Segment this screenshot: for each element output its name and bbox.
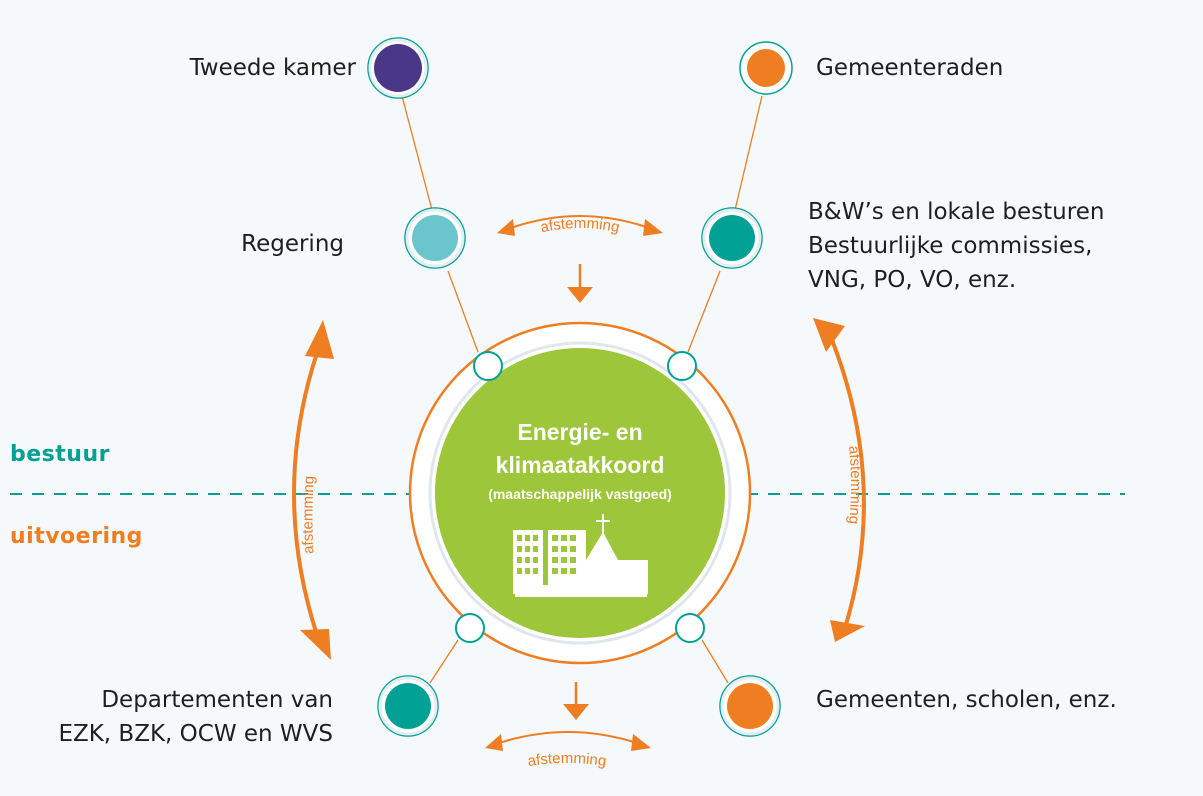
center-title-line1: Energie- en: [517, 419, 642, 445]
node-departementen: [377, 675, 439, 737]
section-bestuur: bestuur: [10, 442, 110, 467]
label-regering: Regering: [241, 231, 344, 257]
afstemming-right-arrow: [813, 318, 866, 642]
down-arrow-bottom: [563, 682, 589, 720]
connector-lines: [401, 95, 763, 684]
afstemming-right-label: afstemming: [845, 445, 864, 525]
label-bw-line3: VNG, PO, VO, enz.: [808, 267, 1017, 293]
label-gemeenteraden: Gemeenteraden: [816, 55, 1004, 81]
label-bw-line2: Bestuurlijke commissies,: [808, 233, 1093, 259]
section-uitvoering: uitvoering: [10, 524, 143, 549]
down-arrow-top: [567, 264, 593, 303]
node-regering: [404, 207, 466, 269]
afstemming-bottom-label: afstemming: [527, 750, 608, 770]
center-subtitle: (maatschappelijk vastgoed): [488, 486, 672, 502]
label-gemeenten: Gemeenten, scholen, enz.: [816, 687, 1117, 713]
afstemming-bottom-arrow: [485, 731, 651, 751]
center-title-line2: klimaatakkoord: [496, 452, 665, 478]
afstemming-left-arrow: [292, 320, 334, 660]
label-tweede-kamer: Tweede kamer: [189, 55, 356, 81]
afstemming-top-label: afstemming: [539, 215, 621, 236]
center-circle: [435, 348, 725, 638]
node-gemeenten: [719, 675, 781, 737]
afstemming-left-label: afstemming: [299, 475, 317, 554]
node-gemeenteraden: [739, 41, 793, 95]
node-bw: [701, 207, 763, 269]
ring-connector-dots: [455, 351, 705, 643]
label-bw-line1: B&W’s en lokale besturen: [808, 199, 1105, 225]
building-windows: [517, 535, 576, 574]
label-departementen-line1: Departementen van: [101, 687, 333, 713]
inner-ring-shadow: [428, 341, 732, 645]
label-departementen-line2: EZK, BZK, OCW en WVS: [58, 721, 333, 747]
afstemming-top-arrow: [497, 215, 663, 236]
node-tweede-kamer: [367, 37, 429, 99]
